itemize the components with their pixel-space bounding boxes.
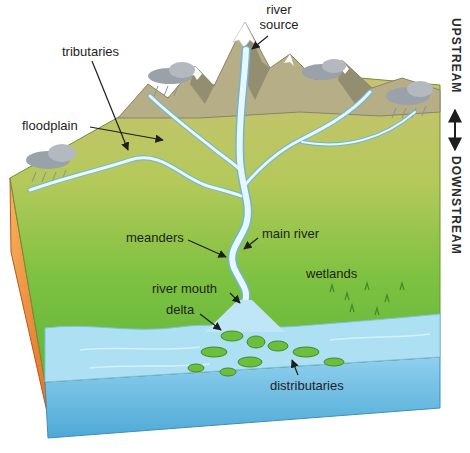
- cloud: [302, 59, 346, 80]
- rivers: [30, 50, 415, 305]
- tributary: [302, 112, 415, 144]
- main-river: [232, 50, 248, 305]
- feature-label: meanders: [126, 230, 184, 245]
- leader-arrow: [244, 238, 258, 249]
- leader-arrow: [92, 61, 128, 150]
- tributary: [245, 92, 370, 185]
- feature-label: river mouth: [152, 281, 217, 296]
- cloud-puff: [322, 59, 346, 73]
- leader-arrow: [188, 240, 226, 257]
- feature-label: tributaries: [62, 44, 119, 59]
- feature-label: river source: [254, 2, 304, 32]
- feature-label: main river: [262, 226, 319, 241]
- tributary: [150, 96, 240, 170]
- cloud-puff: [407, 81, 433, 97]
- delta-island: [324, 358, 344, 366]
- mountain-range: [118, 22, 440, 118]
- tributary: [30, 158, 241, 196]
- feature-label: distributaries: [270, 378, 344, 393]
- main-river-outline: [232, 50, 248, 305]
- leader-arrow: [292, 360, 298, 375]
- delta-island: [221, 331, 243, 341]
- leader-arrow: [252, 36, 268, 49]
- direction-label: UPSTREAM: [448, 18, 463, 93]
- tributary: [30, 158, 241, 196]
- tributary: [245, 92, 370, 185]
- cloud: [386, 81, 433, 118]
- snow-cap: [233, 22, 257, 48]
- direction-label: DOWNSTREAM: [448, 156, 463, 255]
- delta-island: [188, 364, 204, 372]
- feature-label: floodplain: [22, 118, 78, 133]
- river-outlines: [30, 50, 415, 305]
- tributary: [302, 112, 415, 144]
- delta-island: [268, 341, 288, 351]
- delta-island: [201, 347, 227, 357]
- feature-label: delta: [166, 302, 194, 317]
- rain-lines: [154, 86, 178, 96]
- wetland-tufts: [330, 283, 404, 315]
- delta-islands: [188, 331, 344, 376]
- delta-island: [220, 368, 236, 376]
- cloud-puff: [169, 62, 195, 78]
- delta-island: [247, 336, 265, 348]
- cloud-puff: [48, 144, 76, 162]
- leader-arrow: [90, 127, 163, 140]
- direction-arrow: [454, 110, 456, 150]
- land-surface: [10, 75, 440, 382]
- delta-island: [238, 357, 262, 367]
- wave-lines: [80, 334, 430, 368]
- tributary: [150, 96, 240, 170]
- leader-arrow: [200, 314, 221, 330]
- delta-island: [293, 347, 319, 357]
- leader-arrow: [230, 293, 240, 303]
- cloud: [148, 62, 195, 96]
- snow-cap: [284, 54, 294, 66]
- leader-lines: [90, 36, 455, 375]
- feature-label: wetlands: [306, 266, 357, 281]
